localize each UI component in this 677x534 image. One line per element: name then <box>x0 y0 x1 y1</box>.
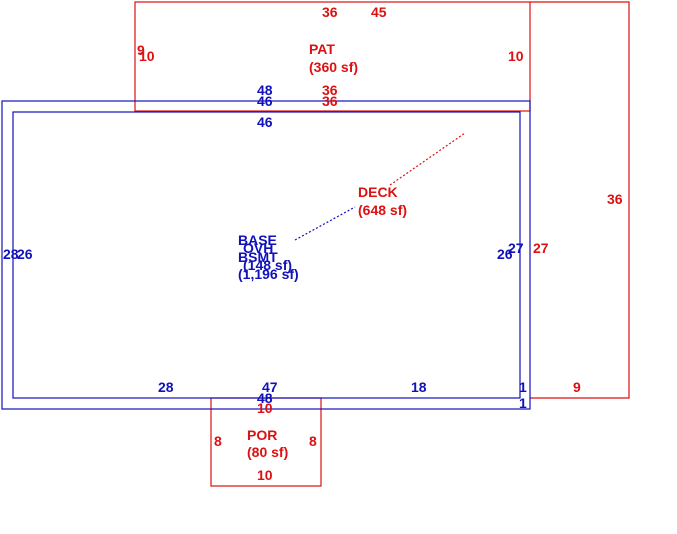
dim-pat-bottom-a: 36 <box>322 82 338 98</box>
base-name: BASE <box>238 232 277 248</box>
dim-bottom-47: 47 <box>262 379 278 395</box>
dim-right-26: 26 <box>497 246 513 262</box>
dim-right-27: 27 <box>508 240 524 256</box>
dim-bottom-1b: 1 <box>519 395 527 411</box>
dim-inner-top: 46 <box>257 114 273 130</box>
dim-deck-bottom: 9 <box>573 379 581 395</box>
patio-area: (360 sf) <box>309 59 358 75</box>
bsmt-name: BSMT <box>238 249 278 265</box>
deck-outline <box>530 1 630 399</box>
dim-pat-right: 10 <box>508 48 524 64</box>
patio-name: PAT <box>309 41 335 57</box>
base-leader-line <box>294 206 356 241</box>
dim-por-left: 8 <box>214 433 222 449</box>
dim-outer-top-48: 48 <box>257 82 273 98</box>
dim-left-28: 28 <box>3 246 19 262</box>
base-outer-outline <box>1 100 531 410</box>
base-inner-outline <box>12 111 521 399</box>
ovh-name: OVH <box>243 240 273 256</box>
porch-name: POR <box>247 427 277 443</box>
porch-area: (80 sf) <box>247 444 288 460</box>
dim-por-right: 8 <box>309 433 317 449</box>
dim-pat-left-9: 9 <box>137 42 145 58</box>
dim-por-top: 10 <box>257 400 273 416</box>
dim-pat-top: 36 <box>322 4 338 20</box>
dim-left-26: 26 <box>17 246 33 262</box>
dim-pat-bottom-b: 36 <box>322 93 338 109</box>
ovh-area: (148 sf) <box>243 257 292 273</box>
patio-outline <box>134 1 531 112</box>
dim-outer-top-46: 46 <box>257 93 273 109</box>
deck-area: (648 sf) <box>358 202 407 218</box>
deck-leader-line <box>389 132 466 186</box>
deck-name: DECK <box>358 184 398 200</box>
dim-deck-top: 45 <box>371 4 387 20</box>
base-area: (1,196 sf) <box>238 266 299 282</box>
dim-deck-right: 36 <box>607 191 623 207</box>
dim-deck-right-27: 27 <box>533 240 549 256</box>
dim-bottom-1a: 1 <box>519 379 527 395</box>
dim-pat-left-10: 10 <box>139 48 155 64</box>
dim-bottom-28: 28 <box>158 379 174 395</box>
dim-bottom-48: 48 <box>257 390 273 406</box>
dim-bottom-18: 18 <box>411 379 427 395</box>
dim-por-bottom: 10 <box>257 467 273 483</box>
